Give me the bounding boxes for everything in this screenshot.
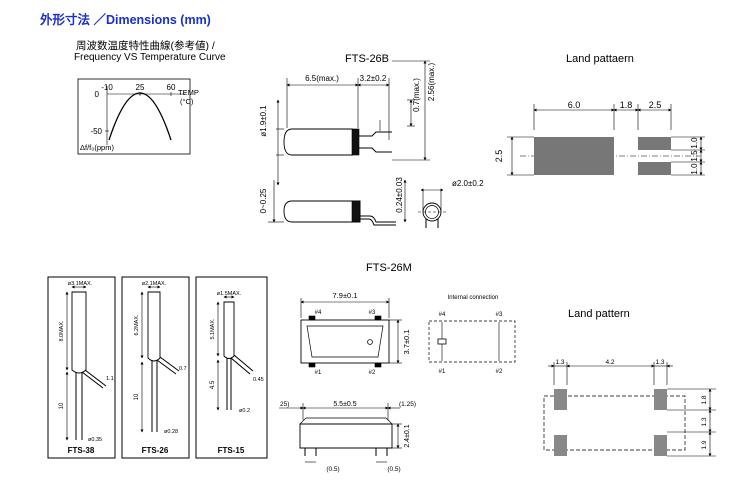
page-title: 外形寸法 ／Dimensions (mm) (40, 13, 211, 27)
internal-pin3: #3 (496, 312, 503, 318)
land-b-dim-15: 1.5 (690, 150, 699, 162)
land-b-dim-10a: 1.0 (690, 137, 699, 149)
fts38-dim-length: 8.0MAX. (59, 320, 65, 342)
curve-frame (77, 78, 191, 155)
land-pattern-b-title: Land pattaern (566, 53, 634, 65)
land-b-dim-25: 2.5 (649, 100, 662, 110)
fts26b-dim-024: 0.24±0.03 (395, 177, 404, 213)
panel-fts15 (195, 276, 268, 459)
land-m-dim-19: 1.9 (701, 440, 708, 449)
panel-fts26 (121, 276, 190, 459)
curve-xtick-2: 25 (136, 83, 145, 92)
fts26b-drawing (268, 60, 446, 228)
curve-y-zero: 0 (95, 90, 100, 99)
land-m-pad-1 (554, 435, 567, 456)
fts26b-dim-length: 6.5(max.) (305, 74, 339, 83)
land-m-dim-18: 1.8 (701, 395, 708, 404)
land-pad-top (638, 137, 671, 150)
fts26m-title: FTS-26M (366, 262, 412, 274)
internal-connection-label: Internal connection (448, 295, 499, 301)
fts26-dim-bend: 0.7 (179, 366, 187, 372)
curve-title-jp: 周波数温度特性曲線(参考値) / (76, 40, 215, 52)
curve-x-unit: (°C) (180, 97, 194, 106)
fts26m-pin1: #1 (315, 370, 322, 376)
curve-xtick-1: -10 (101, 83, 113, 92)
fts15-dim-bend: 0.45 (253, 377, 264, 383)
fts15-dim-wire: ø0.2 (239, 408, 250, 414)
fts26b-dim-025: 0~0.25 (259, 188, 268, 213)
fts26m-pin3: #3 (369, 310, 376, 316)
land-m-pad-4 (554, 389, 567, 410)
curve-xtick-3: 60 (167, 83, 176, 92)
fts26m-dim-length: 7.9±0.1 (333, 291, 358, 300)
fts15-dim-diameter: ø1.5MAX. (217, 291, 242, 297)
internal-pin2: #2 (496, 369, 503, 375)
land-b-dim-v25: 2.5 (494, 150, 504, 163)
fts26m-pin4: #4 (315, 310, 322, 316)
fts26m-dim-left: 25) (280, 401, 289, 408)
land-b-dim-60: 6.0 (568, 100, 581, 110)
land-m-pad-3 (654, 389, 667, 410)
land-pad-bottom (638, 162, 671, 175)
fts38-dim-wire: ø0.35 (88, 437, 102, 443)
curve-x-label: TEMP (178, 88, 199, 97)
land-m-dim-13a: 1.3 (555, 359, 564, 366)
fts26m-pin2: #2 (369, 370, 376, 376)
product-panels (47, 276, 268, 459)
land-pattern-m-drawing (543, 362, 716, 457)
land-pattern-m-title: Land pattern (568, 308, 630, 320)
fts26-dim-wire: ø0.28 (164, 429, 178, 435)
fts26-dim-lead: 10 (134, 393, 140, 400)
fts38-label: FTS-38 (68, 446, 95, 455)
fts26b-dim-lead: 3.2±0.2 (360, 74, 387, 83)
land-m-dim-42: 4.2 (605, 359, 614, 366)
fts26m-dim-foot-right: (0.5) (387, 466, 400, 473)
internal-pin4: #4 (439, 312, 446, 318)
fts26b-dim-diameter: ø1.9±0.1 (259, 105, 268, 137)
land-m-dim-13b: 1.3 (655, 359, 664, 366)
fts26-label: FTS-26 (142, 446, 169, 455)
frequency-curve-chart: -10 25 60 0 -50 TEMP (°C) Δf/f₀(ppm) (77, 78, 199, 155)
fts15-dim-lead: 4.5 (210, 380, 216, 389)
fts26m-dim-height: 3.7±0.1 (402, 330, 411, 355)
fts26-dim-diameter: ø2.1MAX. (142, 281, 167, 287)
fts26m-dim-lead-length: 5.5±0.5 (333, 401, 356, 408)
panel-fts38 (47, 276, 116, 459)
land-b-dim-18: 1.8 (620, 100, 633, 110)
fts26b-title: FTS-26B (345, 53, 390, 65)
fts26b-dim-256: 2.56(max.) (427, 63, 436, 102)
fts26b-dim-07: 0.7(max.) (412, 78, 421, 112)
land-m-pad-2 (654, 435, 667, 456)
fts38-dim-bend: 1.1 (106, 376, 114, 382)
fts26-dim-length: 6.2MAX. (134, 314, 140, 336)
fts15-dim-length: 5.1MAX. (210, 318, 216, 340)
fts38-dim-lead: 10 (59, 402, 65, 409)
curve-title-en: Frequency VS Temperature Curve (74, 52, 226, 63)
fts38-dim-diameter: ø3.1MAX. (68, 281, 93, 287)
land-pad-large (534, 137, 614, 175)
curve-y-label: Δf/f₀(ppm) (80, 143, 114, 152)
internal-pin1: #1 (439, 369, 446, 375)
fts15-label: FTS-15 (218, 446, 245, 455)
fts26m-dim-right: (1.25) (399, 401, 416, 408)
curve-parabola (108, 92, 172, 141)
land-m-dim-13v: 1.3 (701, 417, 708, 426)
fts26m-drawing (279, 298, 516, 463)
fts26b-dim-ring: ø2.0±0.2 (452, 179, 484, 188)
fts26m-dim-foot-left: (0.5) (326, 466, 339, 473)
land-b-dim-10b: 1.0 (690, 163, 699, 175)
fts26m-dim-side-height: 2.4±0.1 (404, 424, 411, 447)
curve-y-low: -50 (90, 127, 102, 136)
